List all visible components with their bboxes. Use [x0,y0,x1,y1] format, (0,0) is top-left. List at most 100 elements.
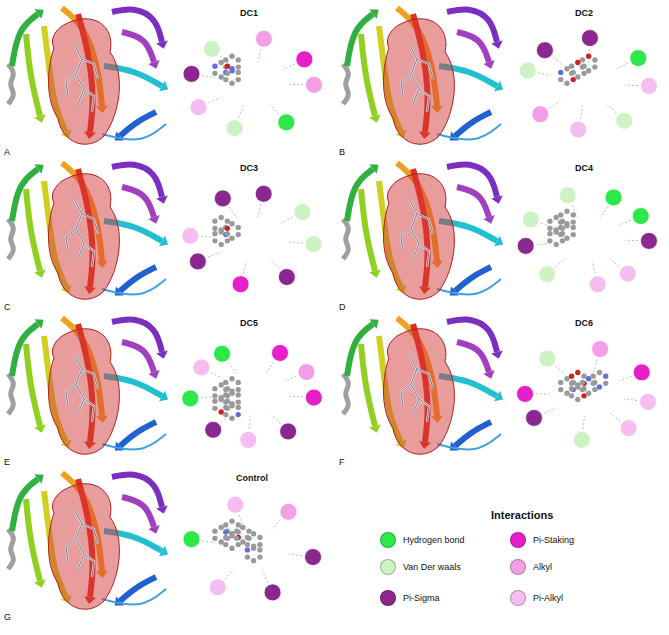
atom-dot [564,376,569,381]
strand-arrowhead [369,425,381,433]
residue-circle [226,120,243,137]
label-holder: A [4,141,10,159]
beta-strand [343,64,348,104]
ligand-stick [417,59,433,79]
interaction-line [243,261,246,274]
atom-dot [586,376,591,381]
atom-dot [229,221,234,226]
legend-entry: Alkyl [510,559,552,575]
interaction-line [555,258,565,267]
atom-dot [571,219,576,224]
strand-arrowhead [369,9,378,19]
residue-circle [182,390,199,407]
atom-dot [558,77,563,82]
legend-entry: Van Der waals [380,559,461,575]
atom-dot [564,209,569,214]
atom-dot [218,525,223,530]
residue-circle [294,204,311,221]
ligand-stick [66,229,76,251]
atom-dot [246,528,251,533]
beta-strand [343,374,348,414]
beta-strand [457,187,489,217]
legend-entry: Pi-Sigma [380,590,440,606]
interaction-line [201,236,214,238]
binding-pocket-surface [49,174,120,300]
atom-dot [212,528,217,533]
residue-circle [209,579,226,596]
strand-arrowhead [34,9,43,19]
ligand-stick [82,214,98,234]
interaction-line [249,416,250,429]
atom-dot [575,397,580,402]
beta-strand [455,112,491,136]
atom-dot [218,215,223,220]
interaction-line [536,393,549,394]
beta-strand [457,32,489,62]
atom-dot [212,398,217,403]
ligand-stick [82,214,98,234]
residue-circle [305,389,322,406]
atom-dot [569,63,574,68]
atom-dot [580,57,585,62]
interaction-line [625,240,638,241]
legend-text: Van Der waals [403,562,461,572]
interaction-line [208,252,220,257]
panel-label: DC2 [575,8,593,18]
atom-dot [212,226,217,231]
panel-label: A [4,147,10,157]
atom-dot [592,387,597,392]
ligand-stick [82,59,98,79]
ligand-stick [66,384,76,406]
ligand-stick [401,74,411,96]
ligand-stick [419,399,429,422]
atom-dot [236,542,241,547]
atom-dot [225,238,230,243]
residue-circle [570,121,587,138]
interaction-line [583,416,584,429]
atom-dot [212,406,217,411]
label-holder: DC5 [240,312,258,330]
residue-circle [272,344,289,361]
beta-strand [102,434,166,449]
binding-pocket-surface [384,19,455,145]
interaction-line [229,363,237,373]
atom-dot [240,525,245,530]
strand-arrowhead [34,319,43,329]
beta-strand [8,219,13,259]
atom-dot [236,387,241,392]
legend-text: Pi-Staking [533,535,574,545]
interaction-line [619,220,631,225]
legend-text: Pi-Sigma [403,593,440,603]
strand-arrowhead [156,351,168,359]
strand-arrowhead [494,81,503,91]
strand-arrowhead [159,236,168,246]
beta-strand [122,497,154,527]
atom-dot [580,380,585,385]
beta-strand [122,187,154,217]
interaction-line [271,259,280,269]
interaction-line [258,204,261,217]
legend-title: Interactions [491,509,553,521]
residue-circle [640,393,657,410]
atom-dot [575,74,580,79]
atom-dot [223,399,228,404]
atom-dot [229,236,234,241]
interaction-line [290,242,303,243]
residue-circle [183,65,200,82]
ligand-stick [417,214,433,234]
atom-dot [553,215,558,220]
atom-dot [569,381,574,386]
panel-label: DC5 [240,318,258,328]
protein-ribbon [8,473,168,609]
atom-dot [218,395,223,400]
atom-dot [586,68,591,73]
atom-dot [218,539,223,544]
strand-arrowhead [369,115,381,123]
panel-label: F [339,457,345,467]
beta-strand [437,279,501,294]
atom-dot [580,64,585,69]
atom-dot [591,381,596,386]
residue-circle [519,62,536,79]
ligand-stick [84,89,94,112]
atom-dot [251,558,256,563]
